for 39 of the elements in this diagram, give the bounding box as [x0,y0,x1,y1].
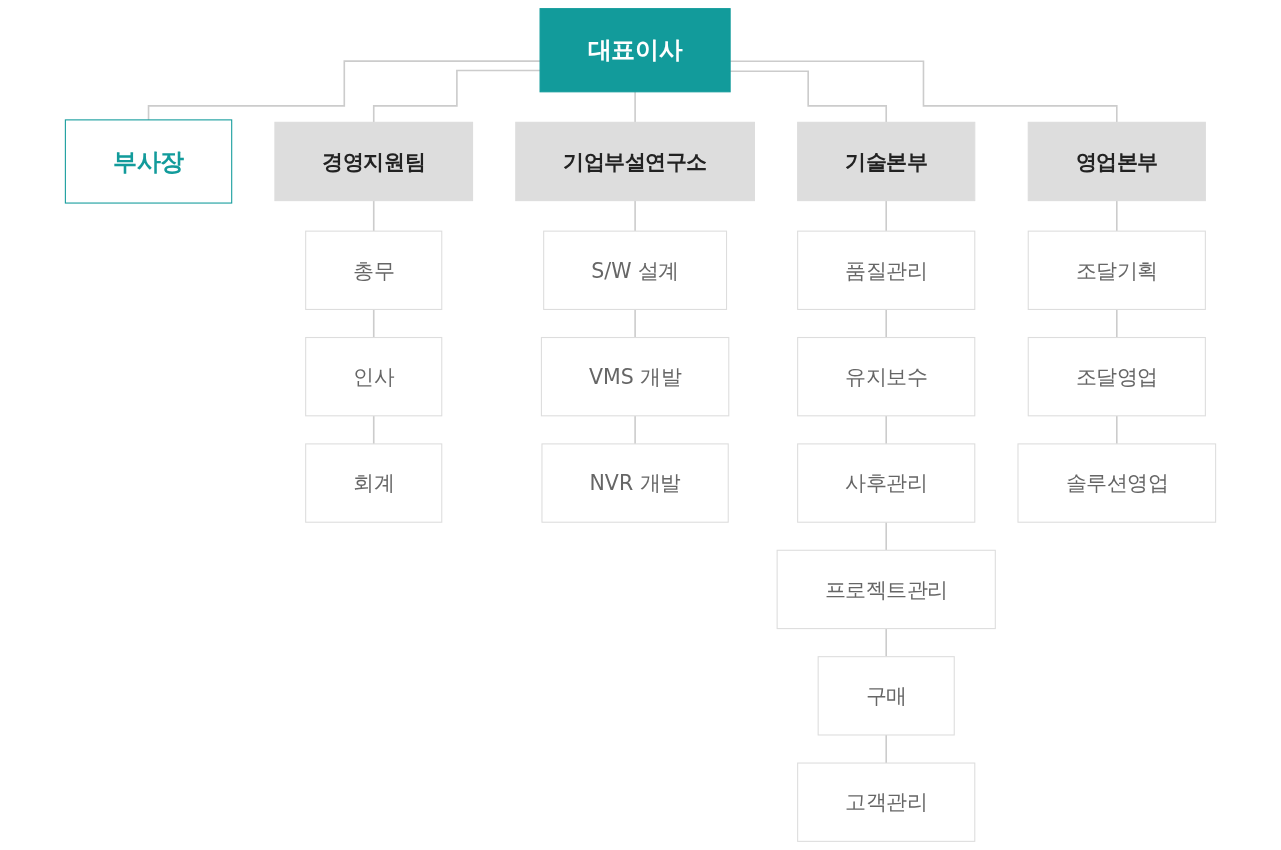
node-box: 프로젝트관리 [776,549,996,630]
connector [885,415,887,445]
node-box: 솔루션영업 [1017,443,1217,523]
node-box: S/W 설계 [543,230,728,310]
connector [634,199,636,232]
node-box: 품질관리 [797,230,976,310]
node-box: 대표이사 [539,8,731,93]
node-box: 사후관리 [797,443,976,523]
node-box: 구매 [817,656,955,736]
node-box: 영업본부 [1027,121,1206,202]
connector [885,308,887,339]
node-box: 부사장 [64,119,233,204]
node-box: 기업부설연구소 [515,121,755,202]
connector [885,734,887,764]
node-box: 조달기획 [1027,230,1206,310]
connector [372,69,541,124]
node-box: NVR 개발 [541,443,729,523]
connector [885,199,887,232]
connector [147,60,541,121]
node-box: 인사 [305,336,443,417]
connector [885,521,887,552]
node-box: 기술본부 [797,121,976,202]
connector [885,627,887,658]
connector [634,308,636,339]
node-box: 고객관리 [797,762,976,842]
node-box: 회계 [305,443,443,523]
node-box: VMS 개발 [540,336,730,417]
connector [634,91,636,124]
connector [372,415,375,445]
connector [1116,308,1118,339]
node-box: 조달영업 [1027,336,1206,417]
connector [634,415,636,445]
connector [372,308,375,339]
connector [372,199,375,232]
connector [1116,415,1118,445]
connector [1116,199,1118,232]
node-box: 유지보수 [797,336,976,417]
node-box: 총무 [305,230,443,310]
node-box: 경영지원팀 [274,121,474,202]
